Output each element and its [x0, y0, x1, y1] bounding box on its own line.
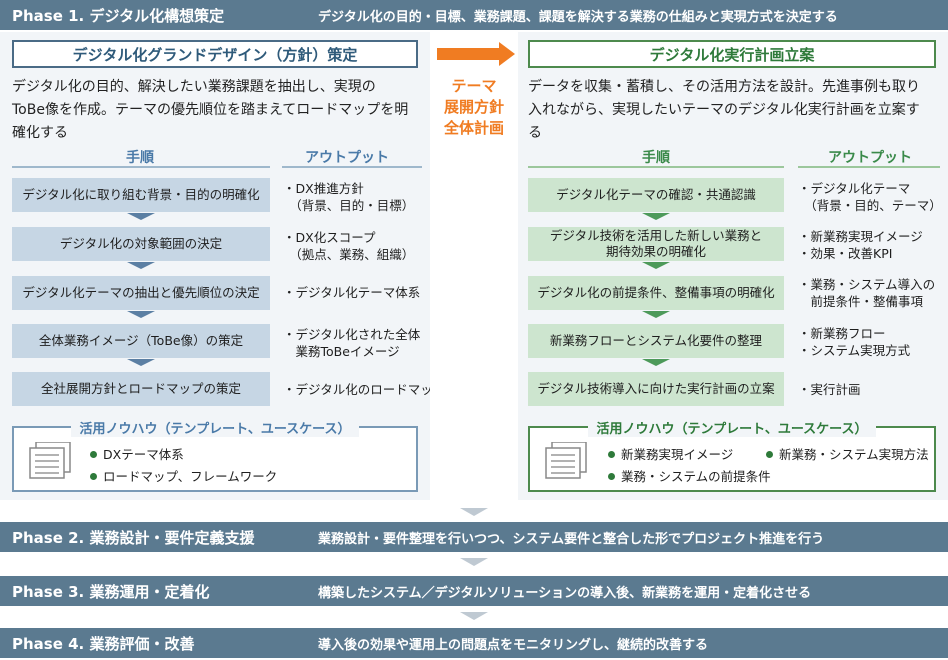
right-arrow-shaft [437, 48, 499, 60]
outputs-header-line [282, 166, 422, 168]
phase-1-desc: デジタル化の目的・目標、業務課題、課題を解決する業務の仕組みと実現方式を決定する [318, 9, 838, 25]
phase-arrow-1 [460, 508, 488, 516]
output-2: ・DX化スコープ （拠点、業務、組織） [283, 230, 415, 262]
center-divider [430, 32, 518, 500]
step-3: デジタル化テーマの抽出と優先順位の決定 [12, 276, 270, 310]
execution-plan-heading: デジタル化実行計画立案 [528, 40, 936, 68]
knowhow-item: ロードマップ、フレームワーク [90, 466, 277, 485]
knowhow-item: 新業務実現イメージ [608, 444, 733, 463]
phase-2-bar: Phase 2. 業務設計・要件定義支援 業務設計・要件整理を行いつつ、システム… [0, 522, 948, 552]
step-arrow-4 [127, 359, 155, 366]
step-4: 全体業務イメージ（ToBe像）の策定 [12, 324, 270, 358]
knowhow-item: 新業務・システム実現方法 [766, 444, 929, 463]
outputs-header-line [798, 166, 940, 168]
phase-arrow-3 [460, 612, 488, 620]
execution-plan-column: デジタル化実行計画立案 データを収集・蓄積し、その活用方法を設計。先進事例も取り… [518, 32, 948, 500]
center-label: テーマ 展開方針 全体計画 [443, 77, 504, 137]
phase-4-bar: Phase 4. 業務評価・改善 導入後の効果や運用上の問題点をモニタリングし、… [0, 628, 948, 658]
steps-header: 手順 [126, 150, 154, 166]
step-2: デジタル化の対象範囲の決定 [12, 227, 270, 261]
document-icon [29, 442, 71, 479]
phase-4-desc: 導入後の効果や運用上の問題点をモニタリングし、継続的改善する [318, 637, 709, 653]
knowhow-box-right: 活用ノウハウ（テンプレート、ユースケース） 新業務実現イメージ 新業務・システム… [528, 422, 936, 492]
output-2: ・新業務実現イメージ・効果・改善KPI [798, 229, 923, 261]
document-icon [545, 442, 587, 479]
phase-3-title: Phase 3. 業務運用・定着化 [12, 582, 210, 601]
steps-header: 手順 [642, 150, 670, 166]
step-arrow-2 [127, 262, 155, 269]
output-1: ・デジタル化テーマ （背景・目的、テーマ） [798, 181, 942, 213]
step-3: デジタル化の前提条件、整備事項の明確化 [528, 276, 784, 310]
right-arrow-icon [499, 42, 515, 66]
step-1: デジタル化テーマの確認・共通認識 [528, 178, 784, 212]
steps-header-line [12, 166, 270, 168]
output-4: ・デジタル化された全体 業務ToBeイメージ [283, 327, 421, 359]
grand-design-heading: デジタル化グランドデザイン（方針）策定 [12, 40, 418, 68]
phase-3-bar: Phase 3. 業務運用・定着化 構築したシステム／デジタルソリューションの導… [0, 576, 948, 606]
phase-2-title: Phase 2. 業務設計・要件定義支援 [12, 528, 255, 547]
knowhow-item: 業務・システムの前提条件 [608, 466, 771, 485]
knowhow-box-left: 活用ノウハウ（テンプレート、ユースケース） DXテーマ体系 ロードマップ、フレー… [12, 422, 418, 492]
phase-arrow-2 [460, 558, 488, 566]
phase-1-body: デジタル化グランドデザイン（方針）策定 デジタル化の目的、解決したい業務課題を抽… [0, 32, 948, 500]
step-5: 全社展開方針とロードマップの策定 [12, 372, 270, 406]
step-5: デジタル技術導入に向けた実行計画の立案 [528, 372, 784, 406]
phase-4-title: Phase 4. 業務評価・改善 [12, 634, 195, 653]
step-1: デジタル化に取り組む背景・目的の明確化 [12, 178, 270, 212]
step-arrow-3 [642, 311, 670, 318]
phase-3-desc: 構築したシステム／デジタルソリューションの導入後、新業務を運用・定着化させる [318, 585, 812, 601]
output-4: ・新業務フロー・システム実現方式 [798, 326, 911, 358]
grand-design-column: デジタル化グランドデザイン（方針）策定 デジタル化の目的、解決したい業務課題を抽… [0, 32, 445, 500]
step-arrow-4 [642, 359, 670, 366]
steps-header-line [528, 166, 784, 168]
output-3: ・業務・システム導入の 前提条件・整備事項 [798, 277, 936, 309]
step-arrow-1 [127, 213, 155, 220]
output-3: ・デジタル化テーマ体系 [283, 285, 421, 300]
execution-plan-description: データを収集・蓄積し、その活用方法を設計。先進事例も取り 入れながら、実現したい… [528, 79, 920, 141]
phase-1-bar: Phase 1. デジタル化構想策定 デジタル化の目的・目標、業務課題、課題を解… [0, 0, 948, 30]
step-2: デジタル技術を活用した新しい業務と期待効果の明確化 [528, 227, 784, 261]
step-arrow-1 [642, 213, 670, 220]
output-5: ・デジタル化のロードマップ [283, 382, 446, 397]
step-arrow-2 [642, 262, 670, 269]
step-arrow-3 [127, 311, 155, 318]
outputs-header: アウトプット [305, 150, 389, 166]
knowhow-title-right: 活用ノウハウ（テンプレート、ユースケース） [530, 418, 934, 437]
phase-2-desc: 業務設計・要件整理を行いつつ、システム要件と整合した形でプロジェクト推進を行う [318, 531, 825, 547]
outputs-header: アウトプット [828, 150, 912, 166]
grand-design-description: デジタル化の目的、解決したい業務課題を抽出し、実現の ToBe像を作成。テーマの… [12, 79, 409, 141]
knowhow-item: DXテーマ体系 [90, 444, 184, 463]
output-5: ・実行計画 [798, 382, 861, 397]
knowhow-title-left: 活用ノウハウ（テンプレート、ユースケース） [14, 418, 416, 437]
step-4: 新業務フローとシステム化要件の整理 [528, 324, 784, 358]
phase-1-title: Phase 1. デジタル化構想策定 [12, 6, 225, 25]
output-1: ・DX推進方針 （背景、目的・目標） [283, 181, 415, 213]
